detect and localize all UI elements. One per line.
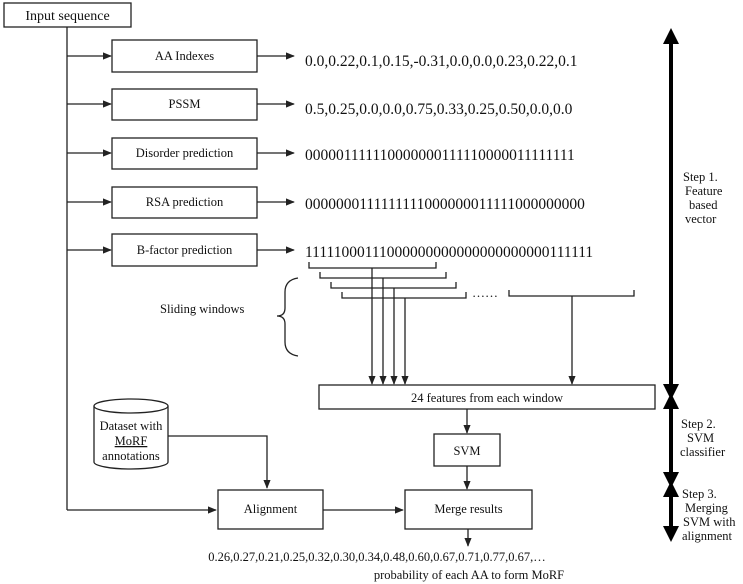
window-bracket-3 [330, 282, 457, 289]
pssm-label: PSSM [169, 97, 201, 111]
pssm-box [111, 88, 258, 121]
ellipsis-label: …… [472, 285, 498, 300]
window-bracket-1 [308, 262, 437, 269]
svm-box [433, 433, 501, 467]
feature-row-pssm: PSSM 0.5,0.25,0.0,0.0,0.75,0.33,0.25,0.5… [67, 88, 573, 121]
input-sequence-box [3, 2, 132, 28]
aa-indexes-label: AA Indexes [155, 49, 214, 63]
dataset-label-line3: annotations [102, 449, 160, 463]
step3-line1: Step 3. [682, 487, 717, 501]
window-arrows [368, 268, 576, 385]
disorder-prediction-label: Disorder prediction [136, 146, 234, 160]
rsa-prediction-label: RSA prediction [146, 195, 224, 209]
step2-line2: SVM [687, 431, 714, 445]
merge-results-box [404, 489, 533, 530]
disorder-prediction-box [111, 137, 258, 170]
step2-line1: Step 2. [681, 417, 716, 431]
feature-row-rsa: RSA prediction 0000000111111111000000011… [67, 186, 585, 219]
svm-label: SVM [453, 444, 480, 458]
rsa-values: 0000000111111111000000011111000000000 [305, 196, 585, 213]
input-sequence-label: Input sequence [25, 9, 109, 24]
window-bracket-2 [319, 272, 447, 279]
alignment-box [217, 489, 324, 530]
step1-line2: Feature [685, 184, 723, 198]
step3-line4: alignment [682, 529, 733, 543]
dataset-label-line1: Dataset with [100, 419, 164, 433]
bfactor-prediction-box [111, 233, 258, 267]
step1-line3: based [689, 198, 718, 212]
bfactor-values: 11111000111000000000000000000000111111 [305, 244, 593, 261]
aa-indexes-values: 0.0,0.22,0.1,0.15,-0.31,0.0,0.0,0.23,0.2… [305, 53, 578, 70]
output-probabilities: 0.26,0.27,0.21,0.25,0.32,0.30,0.34,0.48,… [208, 550, 546, 564]
window-bracket-4 [341, 292, 467, 299]
dataset-cylinder-body [93, 406, 169, 470]
step1-line1: Step 1. [683, 170, 718, 184]
step3-label: Step 3. Merging SVM with alignment [682, 487, 736, 543]
bfactor-prediction-label: B-factor prediction [137, 243, 233, 257]
window-features-box [318, 384, 656, 410]
arrow-dataset-to-alignment [168, 435, 271, 489]
rsa-prediction-box [111, 186, 258, 219]
step1-label: Step 1. Feature based vector [683, 170, 723, 226]
step3-line2: Merging [685, 501, 729, 515]
window-features-label: 24 features from each window [411, 391, 563, 405]
output-caption: probability of each AA to form MoRF [374, 568, 564, 582]
step3-line3: SVM with [683, 515, 736, 529]
sliding-window-brackets: …… [308, 262, 635, 300]
disorder-values: 000001111110000000111110000011111111 [305, 147, 575, 164]
dataset-label-line2: MoRF [115, 434, 148, 448]
feature-row-disorder: Disorder prediction 00000111111000000011… [67, 137, 575, 170]
step1-line4: vector [685, 212, 717, 226]
window-bracket-last [508, 290, 635, 297]
dataset-cylinder-top [93, 398, 169, 414]
step2-label: Step 2. SVM classifier [680, 417, 726, 459]
sliding-windows-label: Sliding windows [160, 302, 245, 316]
alignment-label: Alignment [244, 502, 298, 516]
step2-line3: classifier [680, 445, 726, 459]
feature-row-bfactor: B-factor prediction 11111000111000000000… [67, 233, 593, 267]
dataset-cylinder: Dataset with MoRF annotations [93, 398, 169, 470]
merge-results-label: Merge results [434, 502, 502, 516]
sliding-windows-brace [276, 277, 299, 357]
pssm-values: 0.5,0.25,0.0,0.0,0.75,0.33,0.25,0.50,0.0… [305, 101, 573, 118]
feature-row-aa-indexes: AA Indexes 0.0,0.22,0.1,0.15,-0.31,0.0,0… [67, 39, 578, 73]
aa-indexes-box [111, 39, 258, 73]
